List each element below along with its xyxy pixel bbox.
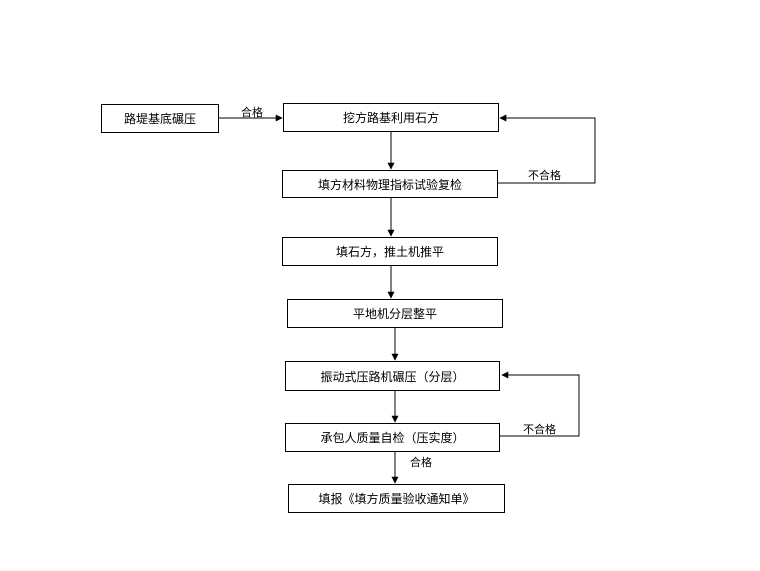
- loop-selfcheck-to-compact: [500, 371, 580, 437]
- node-contractor-self-check: 承包人质量自检（压实度）: [285, 423, 500, 452]
- edge-label-pass-top: 合格: [241, 106, 263, 119]
- edge-label-pass-bottom: 合格: [410, 456, 432, 469]
- node-grader-leveling: 平地机分层整平: [287, 299, 503, 328]
- edge-label-fail-lower: 不合格: [523, 423, 556, 436]
- node-excavation-stone: 挖方路基利用石方: [283, 103, 499, 132]
- node-roadbed-compaction: 路堤基底碾压: [101, 104, 219, 133]
- node-fill-acceptance-report: 填报《填方质量验收通知单》: [288, 484, 505, 513]
- loop-recheck-to-excavate: [498, 114, 596, 184]
- edge-label-fail-upper: 不合格: [528, 169, 561, 182]
- node-material-recheck: 填方材料物理指标试验复检: [282, 170, 498, 198]
- node-fill-stone-bulldoze: 填石方，推土机推平: [282, 237, 498, 266]
- node-vibratory-compaction: 振动式压路机碾压（分层）: [285, 361, 500, 391]
